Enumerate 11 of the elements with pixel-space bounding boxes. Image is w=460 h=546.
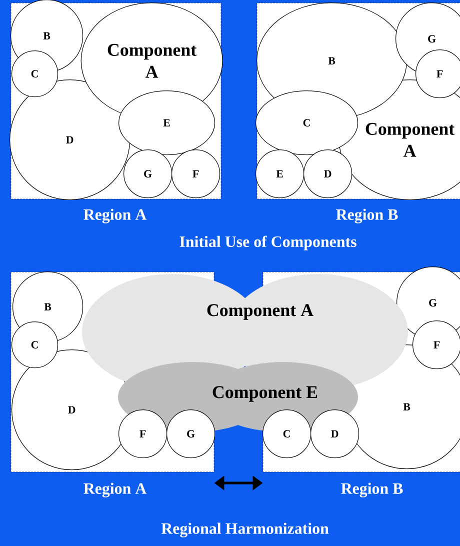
region-label: Region A bbox=[84, 208, 147, 224]
node-label: F bbox=[434, 341, 440, 348]
node-label: F bbox=[436, 70, 443, 78]
region-label: Region A bbox=[84, 482, 147, 498]
region-label: Region B bbox=[341, 482, 403, 498]
node-label: G bbox=[428, 35, 436, 42]
section-caption: Initial Use of Components bbox=[180, 236, 356, 250]
section-caption: Regional Harmonization bbox=[161, 522, 329, 538]
node-label: G bbox=[429, 299, 437, 306]
node-label: Component A bbox=[366, 122, 455, 157]
region-label: Region B bbox=[336, 208, 398, 224]
